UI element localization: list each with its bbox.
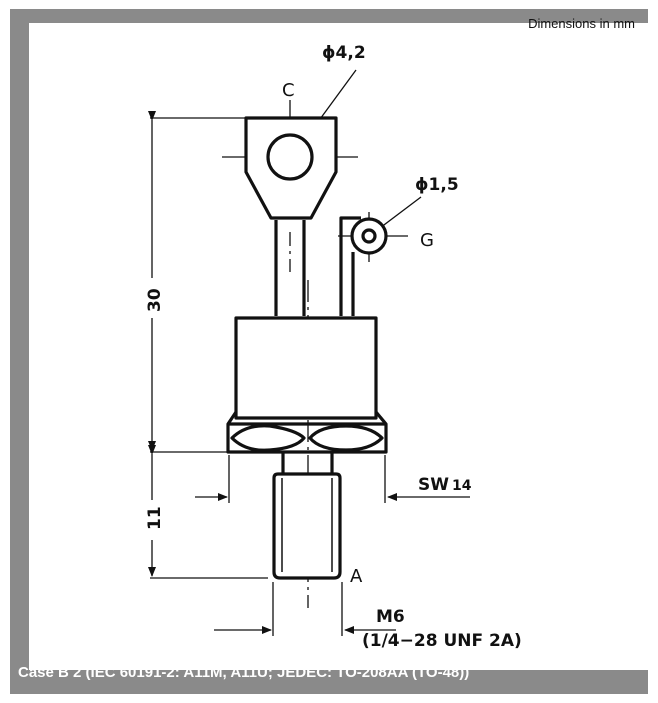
cathode-label: C xyxy=(282,80,295,101)
cathode-hole-diameter: ϕ4,2 xyxy=(322,43,366,63)
gate-label: G xyxy=(420,230,434,251)
figure-caption: Case B 2 (IEC 60191-2: A11M, A11U; JEDEC… xyxy=(18,664,470,681)
component-outline xyxy=(226,116,388,580)
thread-unf-dimension: (1/4−28 UNF 2A) xyxy=(362,631,522,651)
gate-hole-diameter: ϕ1,5 xyxy=(415,175,459,195)
anode-label: A xyxy=(350,566,363,587)
thread-length-dimension: 11 xyxy=(145,506,165,530)
units-note: Dimensions in mm xyxy=(528,16,635,31)
thread-size-dimension: M6 xyxy=(376,607,405,627)
total-height-dimension: 30 xyxy=(145,288,165,312)
